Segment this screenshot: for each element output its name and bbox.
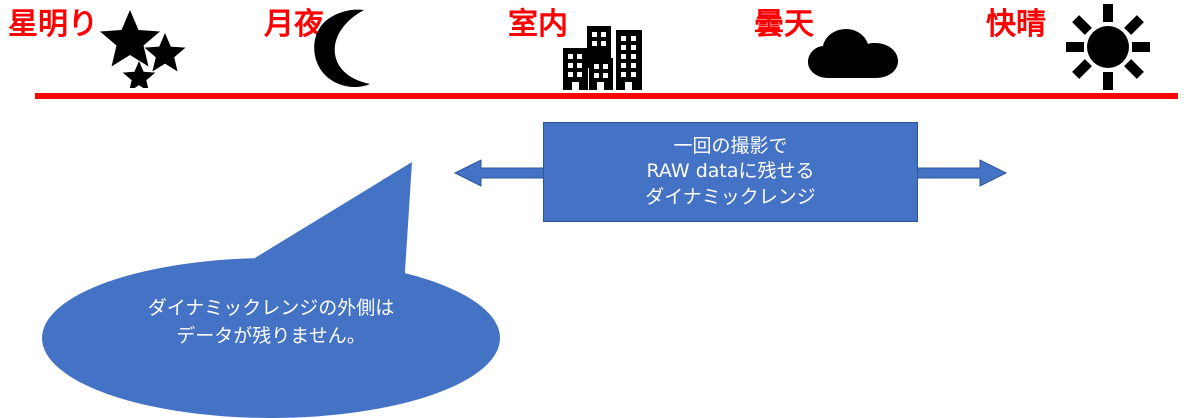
stars-icon [97,6,187,92]
condition-label-moonlight: 月夜 [264,7,324,42]
crescent-moon-icon [312,8,378,88]
dynamic-range-line-1: 一回の撮影で [673,135,788,158]
condition-label-clearsky: 快晴 [986,7,1046,42]
condition-label-starlight: 星明り [8,7,98,42]
buildings-icon [563,22,655,92]
condition-label-indoor: 室内 [508,7,568,42]
condition-label-overcast: 曇天 [754,7,814,42]
callout-bubble [42,162,500,418]
dynamic-range-line-2: RAW dataに残せる [646,160,815,183]
dynamic-range-line-3: ダイナミックレンジ [645,185,816,208]
brightness-scale-line [35,93,1178,99]
sun-icon [1066,4,1150,90]
cloud-icon [808,28,898,80]
dynamic-range-box: 一回の撮影で RAW dataに残せる ダイナミックレンジ [543,122,918,222]
arrow-right [913,159,1008,187]
callout-ellipse [42,258,500,418]
